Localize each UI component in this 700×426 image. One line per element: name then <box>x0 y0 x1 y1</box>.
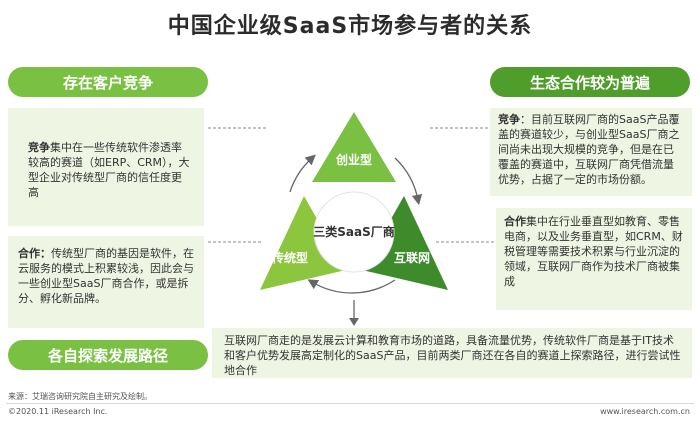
center-circle <box>313 191 395 273</box>
left-competition-box: 竞争集中在一些传统软件渗透率较高的赛道（如ERP、CRM），大型企业对传统型厂商… <box>8 108 204 226</box>
bottom-text-box: 互联网厂商走的是发展云计算和教育市场的道路，具备流量优势，传统软件厂商是基于IT… <box>212 328 692 378</box>
right-cooperation-lead: 合作 <box>504 215 526 228</box>
right-competition-lead: 竞争 <box>498 113 520 126</box>
source-note: 来源：艾瑞咨询研究院自主研究及绘制。 <box>8 392 152 401</box>
left-cooperation-lead: 合作： <box>18 247 51 260</box>
arrow-right-to-left <box>307 279 396 294</box>
arrow-top-to-right <box>394 157 423 206</box>
right-competition-box: 竞争：目前互联网厂商的SaaS产品覆盖的赛道较少，与创业型SaaS厂商之间尚未出… <box>490 108 692 196</box>
left-cooperation-box: 合作：传统型厂商的基因是软件，在云服务的模式上积累较浅，因此会与一些创业型Saa… <box>8 236 204 328</box>
arrow-left-to-top <box>289 154 316 193</box>
left-header: 存在客户竞争 <box>8 67 208 97</box>
label-center: 三类SaaS厂商 <box>313 224 394 239</box>
right-header: 生态合作较为普遍 <box>490 67 690 97</box>
segment-top <box>312 112 396 182</box>
label-left: 传统型 <box>271 250 308 265</box>
segment-right <box>362 196 448 290</box>
down-arrow-head <box>349 318 359 326</box>
right-cooperation-text: 集中在行业垂直型如教育、零售电商，以及业务垂直型，如CRM、财税管理等需要技术积… <box>504 215 683 288</box>
copyright: ©2020.11 iResearch Inc. <box>8 407 108 416</box>
label-top: 创业型 <box>335 152 372 167</box>
segment-left <box>260 196 346 290</box>
left-competition-text: 集中在一些传统软件渗透率较高的赛道（如ERP、CRM），大型企业对传统型厂商的信… <box>28 141 190 199</box>
footer-divider <box>6 403 694 404</box>
left-competition-lead: 竞争 <box>28 141 50 154</box>
bottom-header: 各自探索发展路径 <box>8 340 208 370</box>
label-right: 互联网 <box>394 251 430 265</box>
right-competition-text: ：目前互联网厂商的SaaS产品覆盖的赛道较少，与创业型SaaS厂商之间尚未出现大… <box>498 113 680 186</box>
bottom-text: 互联网厂商走的是发展云计算和教育市场的道路，具备流量优势，传统软件厂商是基于IT… <box>224 334 681 377</box>
website: www.iresearch.com.cn <box>600 407 690 416</box>
page-title: 中国企业级SaaS市场参与者的关系 <box>167 14 533 39</box>
right-cooperation-box: 合作集中在行业垂直型如教育、零售电商，以及业务垂直型，如CRM、财税管理等需要技… <box>496 208 692 310</box>
left-cooperation-text: 传统型厂商的基因是软件，在云服务的模式上积累较浅，因此会与一些创业型SaaS厂商… <box>18 247 194 305</box>
